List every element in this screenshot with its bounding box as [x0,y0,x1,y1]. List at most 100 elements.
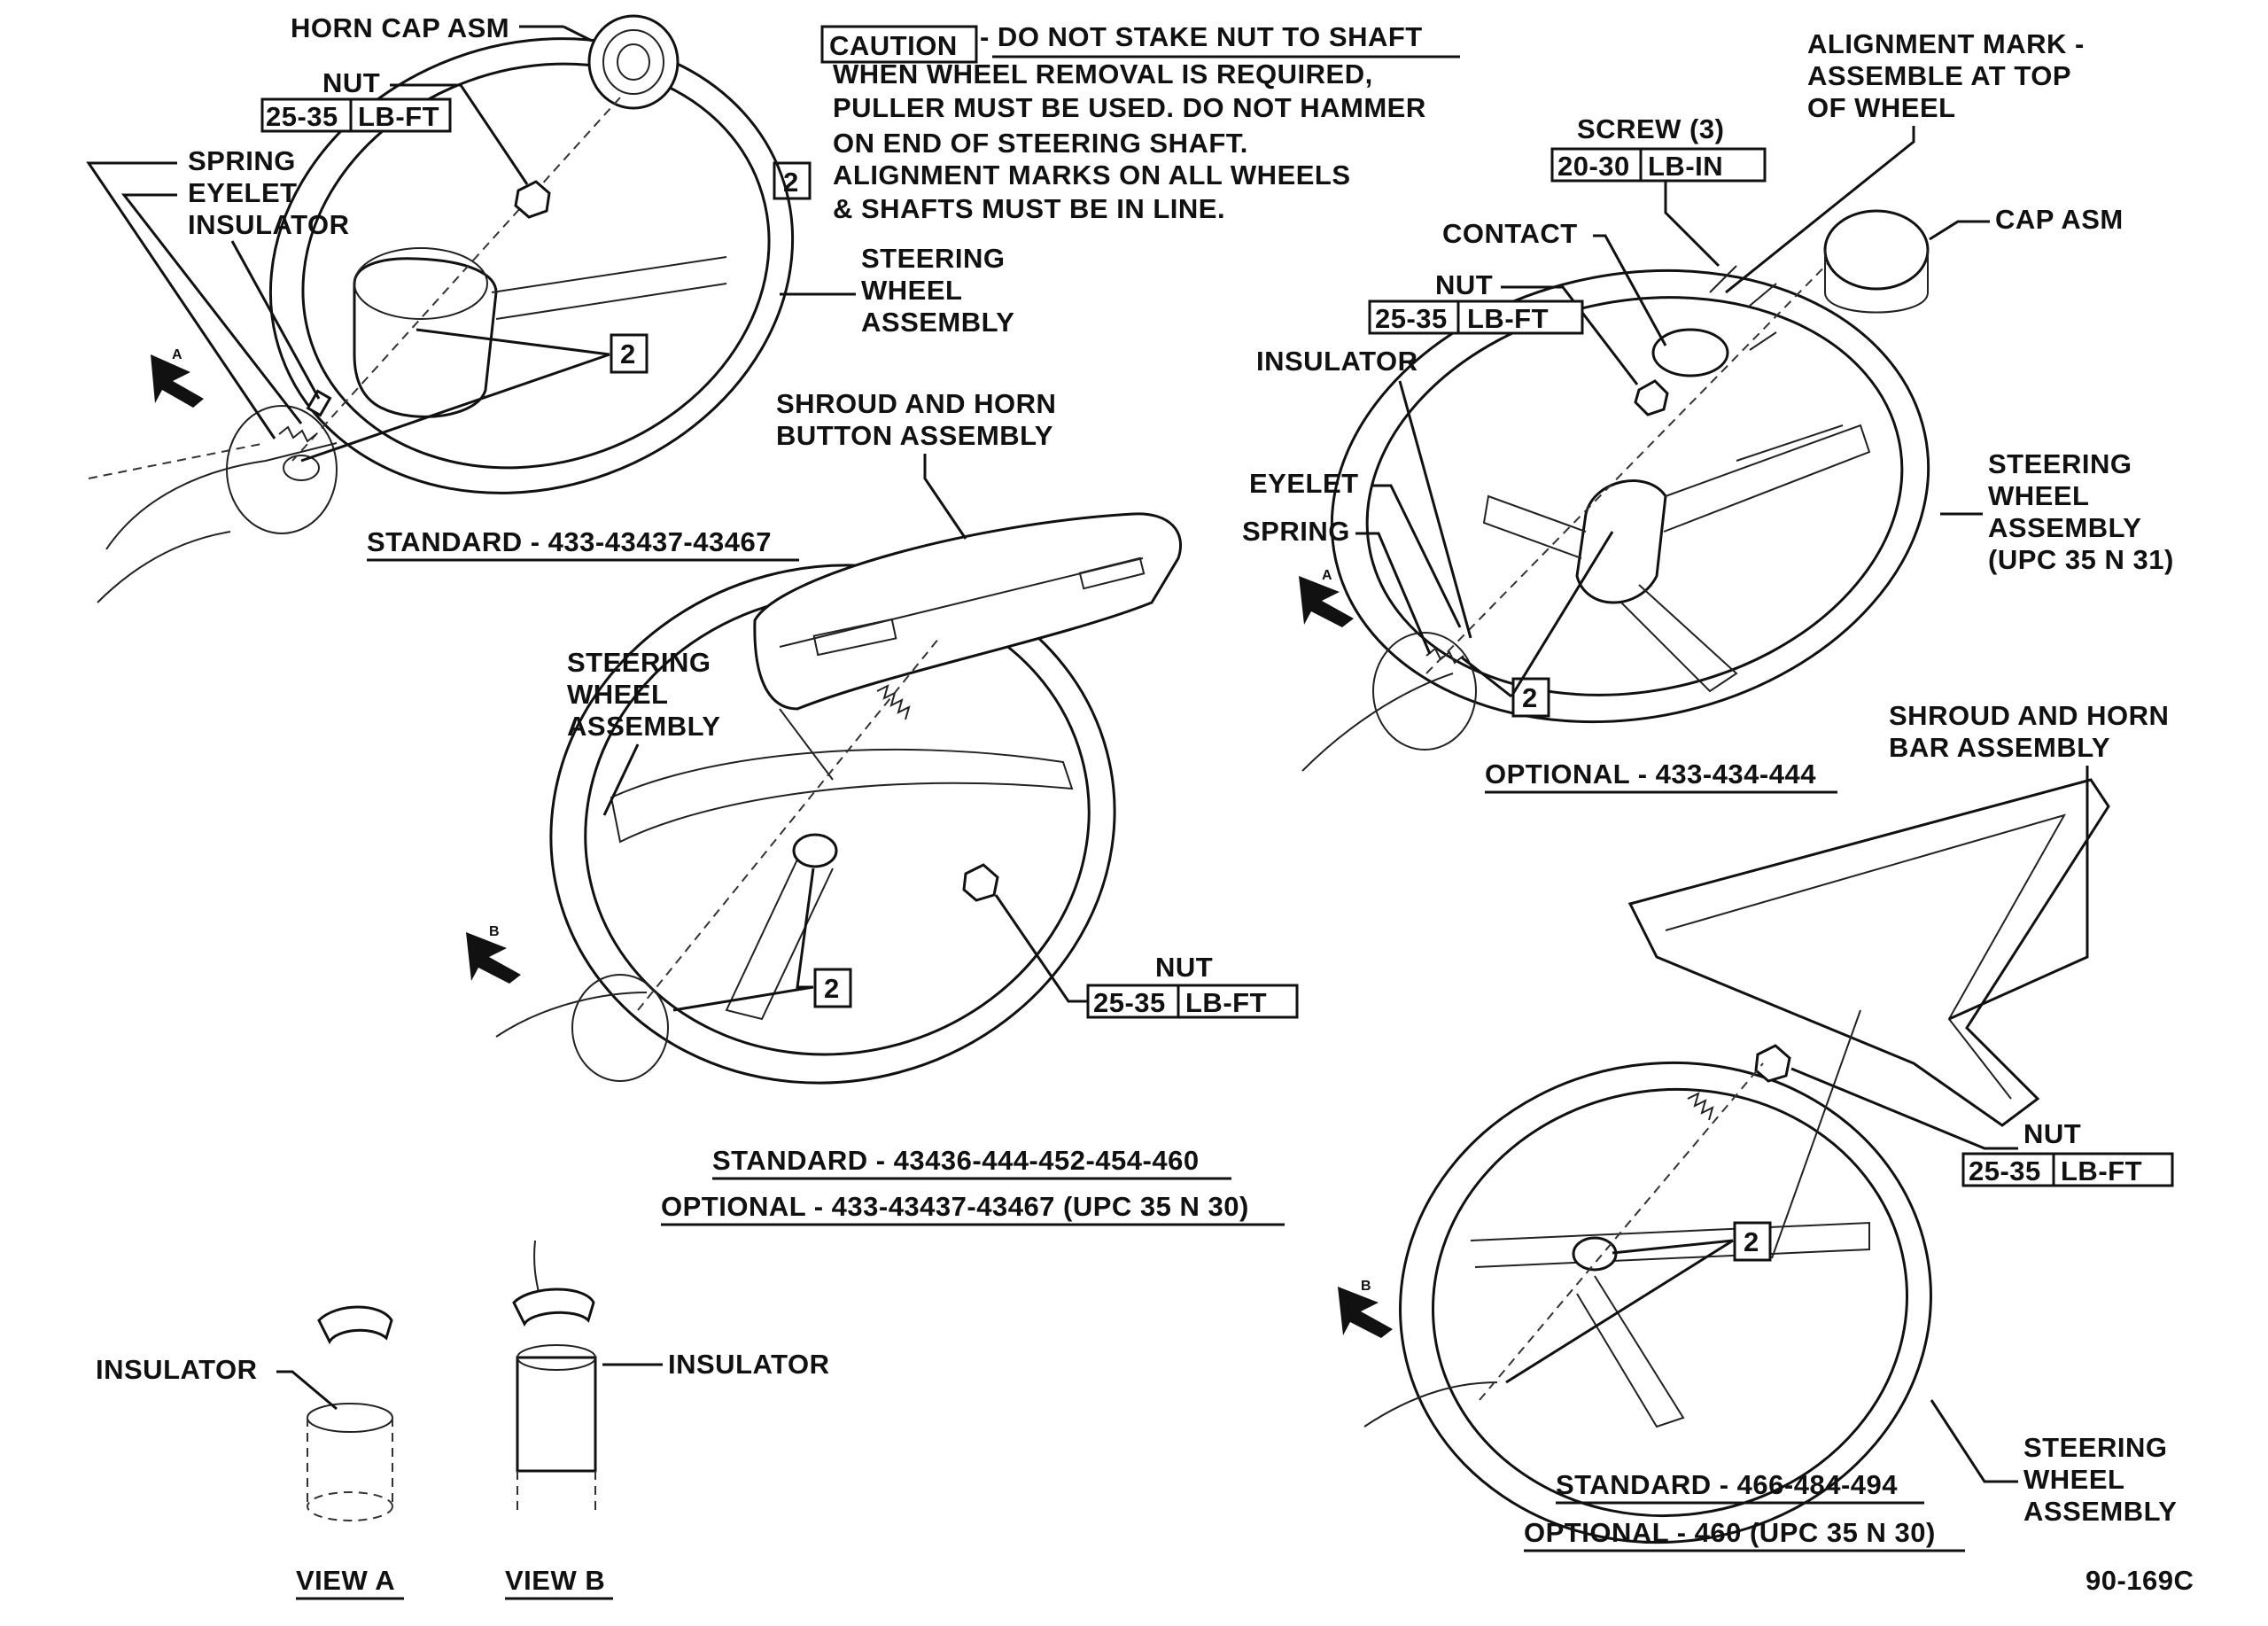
callout-2-leader-b [1461,656,1512,698]
wheel-4-spoke [1470,1221,1870,1268]
horn-bar-shroud [1627,778,2110,1127]
leader-cap-asm [1929,220,1990,241]
torque-2-unit: LB-FT [1467,303,1549,334]
label-alignment-3: OF WHEEL [1807,92,1956,123]
caption-view-a: VIEW A [296,1565,395,1596]
contact-part [1651,328,1729,377]
shaft-end [283,455,320,481]
leader-insulator-2 [1398,380,1472,639]
wheel-2-spoke-bottom [1620,584,1738,693]
cap-part-side [1824,250,1929,314]
torque-box-screw [1550,147,1767,183]
spoke-right-lower [495,283,727,320]
label-shroud-button-2: BUTTON ASSEMBLY [776,420,1053,451]
wheel-2-spoke-left [1482,494,1587,559]
view-a-insulator-top [307,1403,393,1433]
screw-part-c [1749,331,1777,351]
callout-1: 2 [620,338,636,370]
eyelet-part [306,389,332,417]
view-a-arrow-letter: A [172,347,183,362]
cap-part [1823,209,1930,291]
caption-standard-3: STANDARD - 466-484-494 [1556,1469,1898,1500]
view-a-arrow-2-letter: A [1322,568,1332,583]
view-b-insulator-lower [517,1471,596,1515]
torque-box-3 [1086,984,1299,1019]
caution-note: CAUTION - DO NOT STAKE NUT TO SHAFT WHEN… [773,21,1460,224]
callout-3: 2 [824,973,840,1004]
view-b-arrow-2 [1338,1287,1393,1338]
column-2-end [1372,632,1477,751]
caption-optional-3: OPTIONAL - 460 (UPC 35 N 30) [1524,1517,1936,1548]
label-eyelet-2: EYELET [1249,468,1359,499]
column-outline-lower [97,531,231,603]
torque-4-range: 25-35 [1969,1155,2041,1186]
label-steering-4: STEERING [2023,1432,2167,1463]
torque-2-range: 25-35 [1375,303,1448,334]
steering-wheel-4-rim-inner [1432,1087,1908,1518]
spring-part [278,425,317,443]
nut-3-part [962,863,999,902]
label-alignment-1: ALIGNMENT MARK - [1807,28,2085,59]
label-wheel-4: WHEEL [2023,1464,2124,1495]
leader-insulator-view-a [276,1370,338,1411]
label-alignment-2: ASSEMBLE AT TOP [1807,60,2071,91]
leader-contact [1593,234,1667,346]
view-b-insulator-top [517,1344,596,1371]
column-hidden-edge [88,442,267,479]
leader-alignment [1725,126,1915,294]
view-b-insulator-curl [512,1288,595,1327]
leader-insulator-1 [230,240,321,400]
view-b-insulator-body [516,1356,597,1473]
spoke-right [491,256,727,293]
view-b-arrow-2-letter: B [1361,1279,1371,1294]
shroud-window-left [812,618,897,657]
view-a-arrow [151,354,204,408]
horn-cap-inner [602,29,664,95]
leader-eyelet-1 [120,193,303,424]
screw-part-b [1749,283,1777,307]
torque-3-unit: LB-FT [1185,987,1267,1018]
caution-line-6: & SHAFTS MUST BE IN LINE. [833,193,1225,224]
label-assembly-4: ASSEMBLY [2023,1496,2177,1527]
label-contact: CONTACT [1442,218,1578,249]
spring-2-part [1425,647,1464,665]
horn-cap [587,14,680,110]
column-outline [105,442,338,550]
torque-box-4 [1961,1152,2174,1187]
caution-tag-box [820,25,978,64]
leader-shroud-bar [1948,766,2089,1021]
leader-horn-cap-end [563,25,593,43]
horn-bar-link [1771,1009,1861,1259]
leader-shroud-button [923,454,967,540]
column-3-end [571,974,669,1082]
leader-eyelet-2 [1371,484,1462,628]
callout-1-leader-a [416,328,610,356]
screw-part-a [1709,265,1737,293]
label-assembly-3: ASSEMBLY [567,711,720,742]
label-insulator-view-b: INSULATOR [668,1349,829,1380]
callout-1-leader-b [300,353,610,463]
wheel-hub [353,257,498,418]
view-b-arrow-letter: B [489,924,500,939]
leader-screw [1664,181,1720,268]
caution-tag: CAUTION [829,30,958,61]
steering-wheel-rim-outer [268,37,795,494]
steering-wheel-2-rim-inner [1365,296,1904,696]
column-2-outline [1301,673,1454,772]
torque-3-range: 25-35 [1093,987,1166,1018]
view-a-insulator-bottom [307,1491,393,1521]
column-4-outline [1363,1381,1498,1428]
shroud-window-right [1078,556,1146,590]
label-cap-asm: CAP ASM [1995,204,2124,235]
horn-spring-4 [1687,1092,1714,1121]
caption-standard-2: STANDARD - 43436-444-452-454-460 [712,1145,1200,1176]
callout-4-leader-a [1612,1239,1734,1255]
label-nut-2: NUT [1435,269,1493,300]
callout-box-4 [1733,1221,1772,1262]
label-steering-3: STEERING [567,647,711,678]
torque-screw-range: 20-30 [1557,151,1630,182]
view-a-detail: INSULATOR VIEW A [96,1305,404,1600]
leader-wheel-3 [602,743,640,816]
label-insulator-1: INSULATOR [188,209,349,240]
caution-line-5: ALIGNMENT MARKS ON ALL WHEELS [833,159,1351,191]
